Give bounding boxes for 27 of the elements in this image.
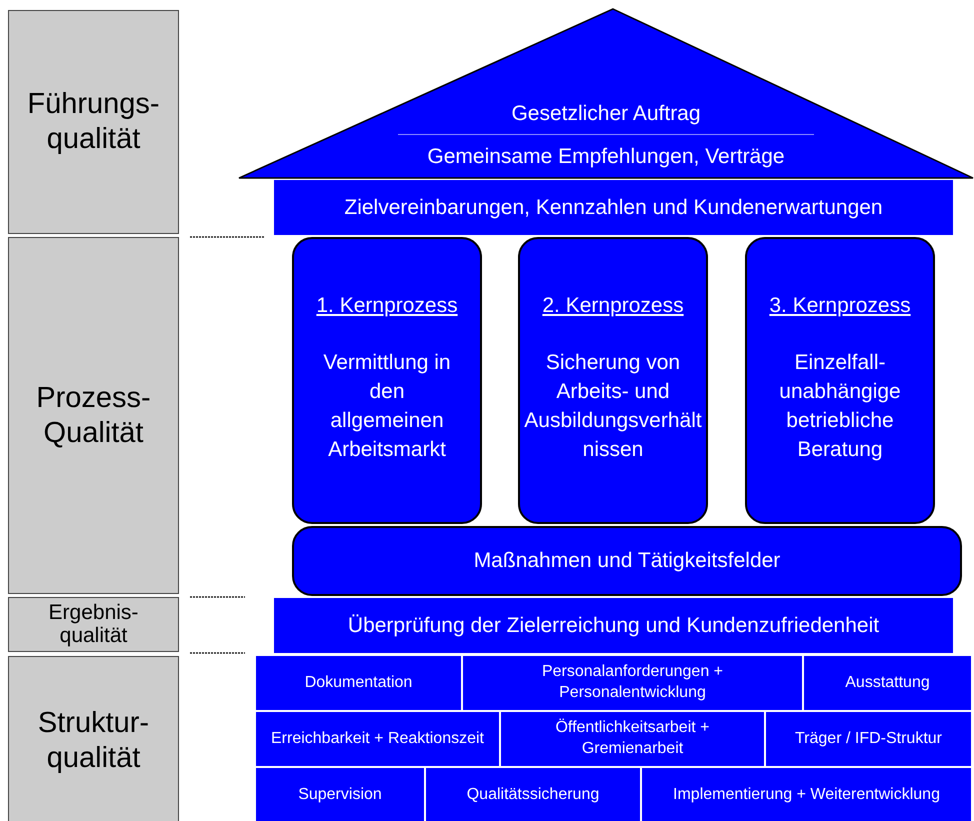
structure-tile: Qualitätssicherung xyxy=(425,767,641,821)
pillar-heading: 2. Kernprozess xyxy=(542,294,684,318)
structure-tile: Ausstattung xyxy=(803,655,972,711)
structure-tile: Träger / IFD-Struktur xyxy=(765,711,972,767)
category-label: Struktur- qualität xyxy=(8,656,179,821)
category-label: Ergebnis- qualität xyxy=(8,597,179,652)
category-label: Führungs- qualität xyxy=(8,10,179,234)
pillar-text: Einzelfall- unabhängige betriebliche Beratung xyxy=(778,350,902,463)
pillar-heading: 3. Kernprozess xyxy=(769,294,911,318)
pillar-box xyxy=(292,237,482,524)
pillar-box xyxy=(745,237,935,524)
roof-heading: Gesetzlicher Auftrag xyxy=(511,102,701,126)
pillar-text: Vermittlung in den allgemeinen Arbeitsmarkt xyxy=(322,350,452,463)
roof-text: Gemeinsame Empfehlungen, Verträge xyxy=(427,145,785,169)
foundation-bar: Maßnahmen und Tätigkeitsfelder xyxy=(292,526,962,596)
structure-tile: Erreichbarkeit + Reaktionszeit xyxy=(255,711,500,767)
beam-bar: Zielvereinbarungen, Kennzahlen und Kundenerwartungen xyxy=(274,180,953,235)
structure-tile: Supervision xyxy=(255,767,425,821)
pillar-text: Sicherung von Arbeits- und Ausbildungsverhältnissen xyxy=(523,350,703,463)
pillar-box xyxy=(518,237,708,524)
structure-tile: Dokumentation xyxy=(255,655,462,711)
structure-tile: Implementierung + Weiterentwicklung xyxy=(641,767,972,821)
base-bar: Überprüfung der Zielerreichung und Kundenzufriedenheit xyxy=(274,598,953,653)
pillar-heading: 1. Kernprozess xyxy=(316,294,458,318)
category-label: Prozess- Qualität xyxy=(8,237,179,594)
structure-tile: Personalanforderungen + Personalentwicklung xyxy=(462,655,803,711)
structure-tile: Öffentlichkeitsarbeit + Gremienarbeit xyxy=(500,711,765,767)
